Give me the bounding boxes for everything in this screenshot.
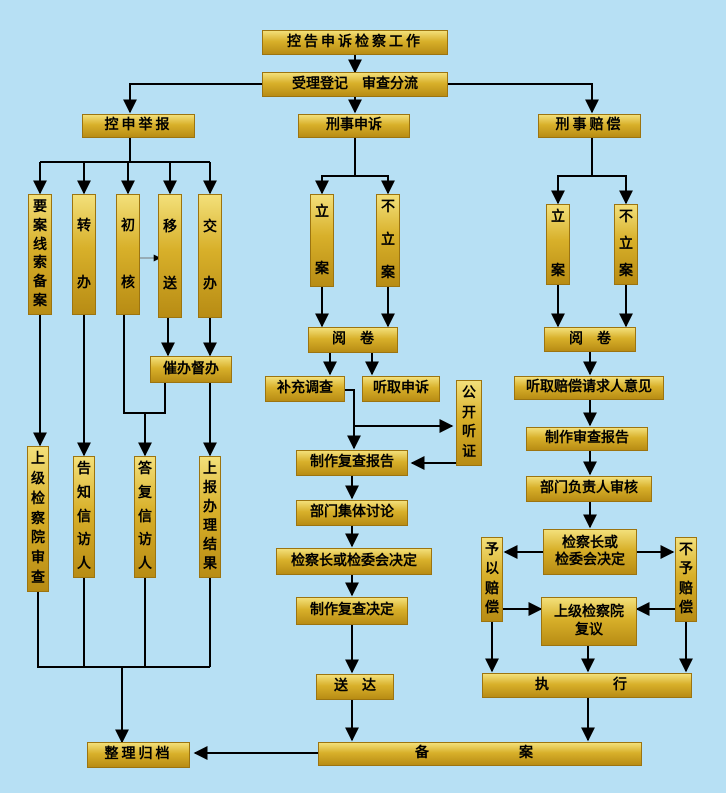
intake-box: 受理登记 审查分流 — [262, 72, 448, 97]
compensation-branch-box: 刑事赔偿 — [538, 114, 641, 138]
option-transfer: 转办 — [72, 194, 96, 315]
comp-review-file: 阅 卷 — [544, 327, 636, 352]
grant-compensation: 予以赔偿 — [481, 537, 503, 622]
public-hearing: 公开听证 — [456, 380, 482, 466]
appeal-no-file-case: 不立案 — [376, 194, 400, 287]
option-case-clue-record: 要案线索备案 — [28, 194, 52, 315]
comp-no-file-case: 不立案 — [614, 204, 638, 285]
result-inform-petitioner: 告知信访人 — [73, 456, 95, 578]
appeal-review-report: 制作复查报告 — [296, 450, 408, 476]
department-discussion: 部门集体讨论 — [296, 500, 408, 526]
result-report-outcome: 上报办理结果 — [199, 456, 221, 578]
higher-reconsideration: 上级检察院 复议 — [541, 597, 637, 646]
option-preliminary-check: 初核 — [116, 194, 140, 315]
title-box: 控告申诉检察工作 — [262, 30, 448, 55]
option-hand-over: 移送 — [158, 194, 182, 318]
chief-or-committee-decision: 检察长或检委会决定 — [276, 548, 432, 575]
option-assign: 交办 — [198, 194, 222, 318]
appeal-file-case: 立案 — [310, 194, 334, 287]
hear-appeal: 听取申诉 — [362, 376, 440, 402]
complaint-branch-box: 控申举报 — [82, 114, 195, 138]
comp-chief-decision: 检察长或 检委会决定 — [543, 529, 637, 575]
result-reply-petitioner: 答复信访人 — [134, 456, 156, 578]
comp-review-report: 制作审查报告 — [526, 427, 648, 451]
department-head-review: 部门负责人审核 — [526, 476, 652, 502]
comp-file-case: 立案 — [546, 204, 570, 285]
file-record-box: 备 案 — [318, 742, 642, 766]
review-decision-doc: 制作复查决定 — [296, 597, 408, 625]
result-higher-review: 上级检察院审查 — [27, 446, 49, 592]
criminal-appeal-branch-box: 刑事申诉 — [298, 114, 410, 138]
deliver-box: 送 达 — [316, 674, 394, 700]
supervise-box: 催办督办 — [150, 356, 232, 383]
claimant-opinion: 听取赔偿请求人意见 — [514, 376, 664, 400]
deny-compensation: 不予赔偿 — [675, 537, 697, 622]
appeal-review-file: 阅 卷 — [308, 327, 398, 353]
archive-box: 整理归档 — [87, 742, 190, 768]
execute-box: 执 行 — [482, 673, 692, 698]
supplementary-investigation: 补充调查 — [265, 376, 345, 402]
